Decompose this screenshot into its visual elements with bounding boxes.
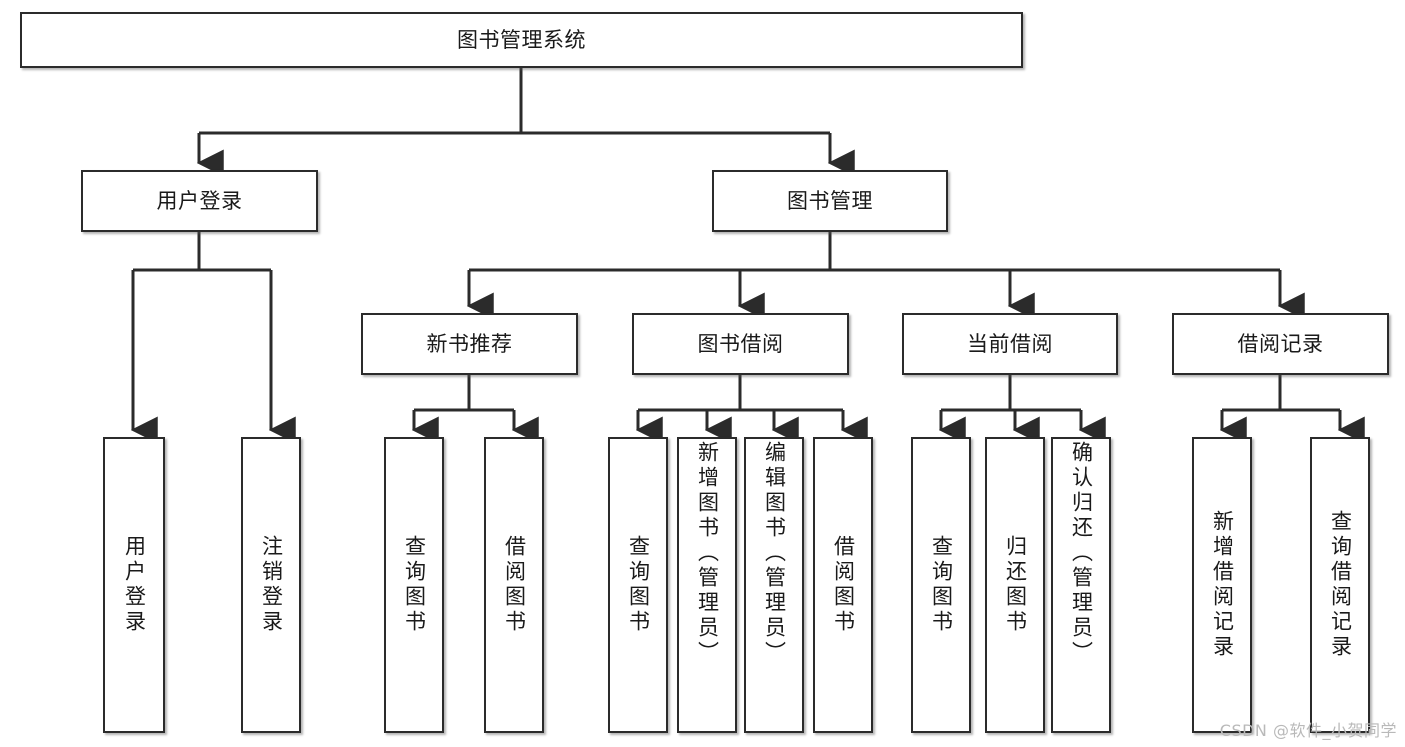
- node-leaf-return-book[interactable]: 归还图书: [985, 437, 1045, 733]
- node-label: 用户登录: [156, 188, 243, 213]
- node-label: 图书管理系统: [457, 27, 586, 52]
- node-leaf-user-login[interactable]: 用户登录: [103, 437, 165, 733]
- node-label: 新增图书（管理员）: [695, 441, 720, 666]
- node-book-borrow[interactable]: 图书借阅: [632, 313, 849, 375]
- node-label: 借阅图书: [502, 535, 527, 635]
- node-leaf-borrow-book[interactable]: 借阅图书: [813, 437, 873, 733]
- node-label: 新书推荐: [426, 331, 513, 356]
- node-label: 图书借阅: [697, 331, 784, 356]
- node-label: 查询借阅记录: [1328, 510, 1353, 660]
- node-label: 借阅记录: [1237, 331, 1324, 356]
- node-borrow-record[interactable]: 借阅记录: [1172, 313, 1389, 375]
- node-label: 图书管理: [787, 188, 873, 213]
- node-leaf-query-record[interactable]: 查询借阅记录: [1310, 437, 1370, 733]
- node-root[interactable]: 图书管理系统: [20, 12, 1023, 68]
- node-label: 归还图书: [1003, 535, 1028, 635]
- node-label: 查询图书: [402, 535, 427, 635]
- node-label: 借阅图书: [831, 535, 856, 635]
- node-leaf-logout[interactable]: 注销登录: [241, 437, 301, 733]
- node-new-book-rec[interactable]: 新书推荐: [361, 313, 578, 375]
- node-leaf-add-book[interactable]: 新增图书（管理员）: [677, 437, 737, 733]
- node-current-borrow[interactable]: 当前借阅: [902, 313, 1118, 375]
- node-label: 查询图书: [626, 535, 651, 635]
- node-label: 确认归还（管理员）: [1069, 441, 1094, 666]
- node-leaf-borrow-book-rec[interactable]: 借阅图书: [484, 437, 544, 733]
- node-book-manage[interactable]: 图书管理: [712, 170, 948, 232]
- node-label: 注销登录: [259, 535, 284, 635]
- watermark-text: CSDN @软件_小贺同学: [1219, 721, 1397, 740]
- node-user-login[interactable]: 用户登录: [81, 170, 318, 232]
- node-leaf-query-book-cur[interactable]: 查询图书: [911, 437, 971, 733]
- node-leaf-add-record[interactable]: 新增借阅记录: [1192, 437, 1252, 733]
- node-leaf-edit-book[interactable]: 编辑图书（管理员）: [744, 437, 804, 733]
- node-label: 用户登录: [122, 535, 147, 635]
- node-label: 编辑图书（管理员）: [762, 441, 787, 666]
- node-label: 新增借阅记录: [1210, 510, 1235, 660]
- node-label: 当前借阅: [967, 331, 1053, 356]
- node-leaf-query-book-borrow[interactable]: 查询图书: [608, 437, 668, 733]
- node-leaf-query-book-rec[interactable]: 查询图书: [384, 437, 444, 733]
- node-label: 查询图书: [929, 535, 954, 635]
- node-leaf-confirm-return[interactable]: 确认归还（管理员）: [1051, 437, 1111, 733]
